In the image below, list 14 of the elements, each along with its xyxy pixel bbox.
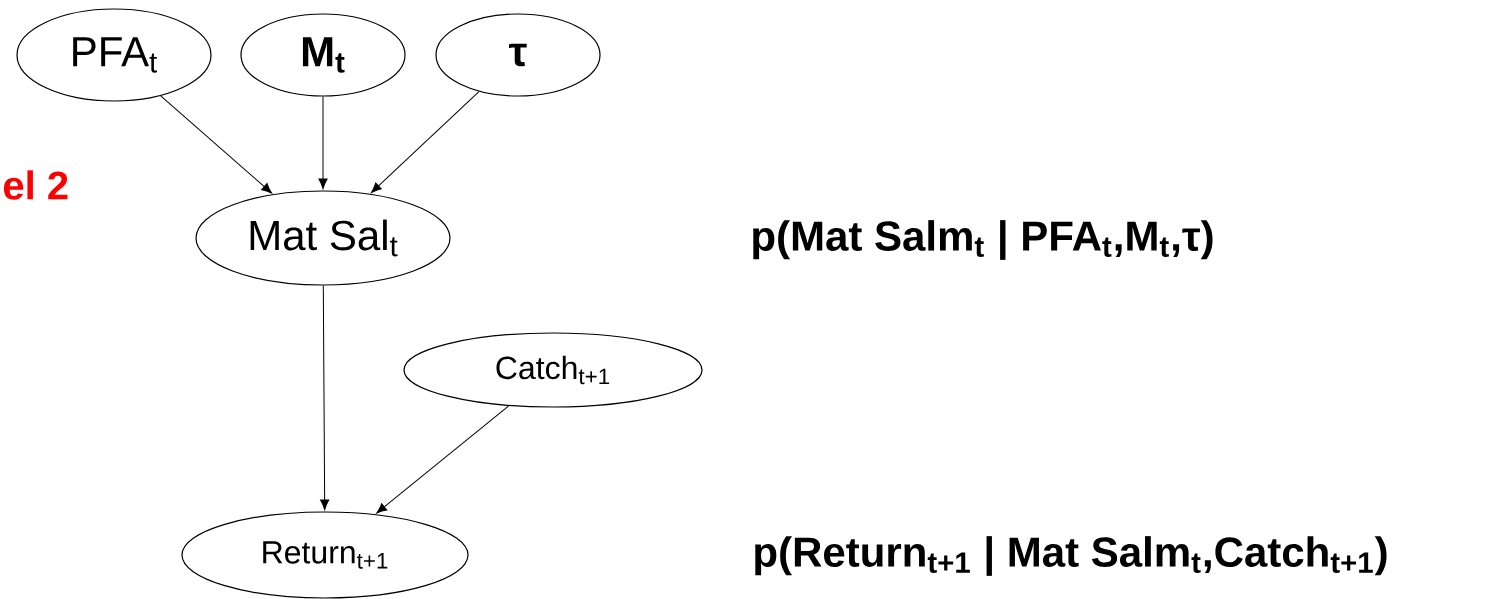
ellipse-node: PFA$_{t}$ xyxy=(16,8,212,102)
ellipse-node: M$_{t}$ xyxy=(240,13,406,97)
arrow xyxy=(320,285,330,511)
ellipse-node: Return$_{t+1}$ xyxy=(181,511,469,599)
formula-text: p(Mat Salm$_{t}$ | PFA$_{t}$,M$_{t}$,τ) xyxy=(753,220,1213,260)
arrow xyxy=(318,96,328,190)
ellipse-node: Mat Sal$_{t}$ xyxy=(195,190,451,286)
arrow xyxy=(160,95,273,194)
formula-text: el 2 xyxy=(3,170,68,200)
ellipse-node: Catch$_{t+1}$ xyxy=(403,332,703,408)
formula-text: p(Return$_{t+1}$ | Mat Salm$_{t}$,Catch$_{t+1}$) xyxy=(755,536,1387,576)
arrow xyxy=(376,405,510,514)
arrow xyxy=(371,91,480,193)
ellipse-node: τ xyxy=(435,13,601,97)
